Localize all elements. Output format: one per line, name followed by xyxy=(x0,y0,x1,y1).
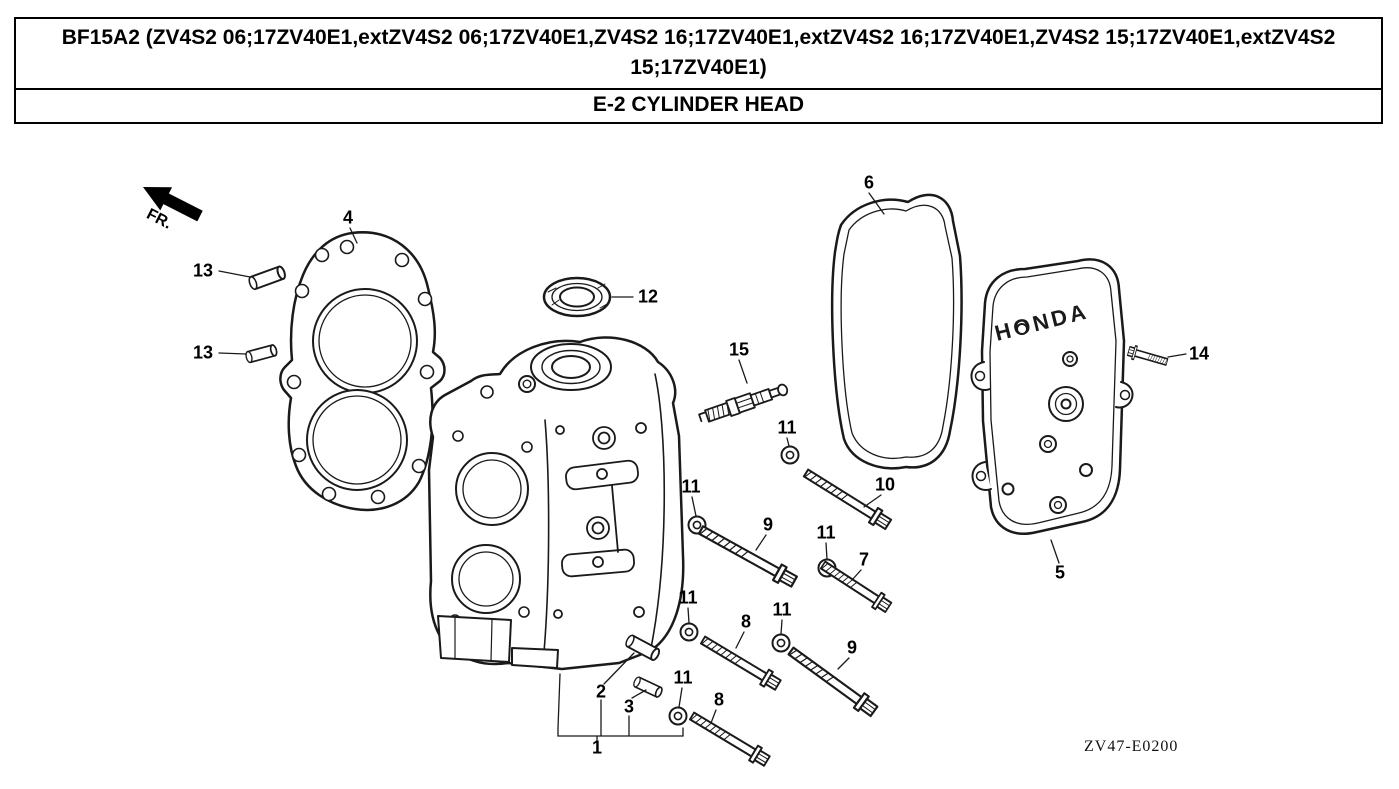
part-callout-18-2[interactable]: 2 xyxy=(595,681,607,702)
part-callout-16-11[interactable]: 11 xyxy=(772,599,792,620)
part-callout-13-7[interactable]: 7 xyxy=(858,549,870,570)
part-callout-21-8[interactable]: 8 xyxy=(713,689,725,710)
part-callout-1-13[interactable]: 13 xyxy=(192,260,214,281)
cylinder-head-cover-part5: HONDA xyxy=(970,258,1134,535)
part-callout-9-10[interactable]: 10 xyxy=(874,474,896,495)
part-callout-2-13[interactable]: 13 xyxy=(192,342,214,363)
part-callout-8-11[interactable]: 11 xyxy=(777,417,797,438)
part-callout-6-14[interactable]: 14 xyxy=(1188,343,1210,364)
cylinder-head-body xyxy=(427,336,685,671)
drawing-code: ZV47-E0200 xyxy=(1084,738,1179,755)
header: BF15A2 (ZV4S2 06;17ZV40E1,extZV4S2 06;17… xyxy=(14,17,1383,124)
part-callout-4-6[interactable]: 6 xyxy=(863,172,875,193)
model-title: BF15A2 (ZV4S2 06;17ZV40E1,extZV4S2 06;17… xyxy=(16,19,1381,90)
head-gasket-part4 xyxy=(279,231,446,512)
part1-bracket xyxy=(557,673,684,741)
spark-plug-part15 xyxy=(698,383,789,423)
part-callout-7-5[interactable]: 5 xyxy=(1054,562,1066,583)
part-callout-19-11[interactable]: 11 xyxy=(673,667,693,688)
part-callout-10-11[interactable]: 11 xyxy=(681,476,701,497)
part-callout-20-3[interactable]: 3 xyxy=(623,696,635,717)
part-callout-15-8[interactable]: 8 xyxy=(740,611,752,632)
valve-cover-gasket-part6 xyxy=(830,193,963,470)
leader-lines xyxy=(218,192,1187,724)
part-callout-22-1[interactable]: 1 xyxy=(591,737,603,758)
part-callout-17-9[interactable]: 9 xyxy=(846,637,858,658)
part-callout-11-9[interactable]: 9 xyxy=(762,514,774,535)
part-callout-0-4[interactable]: 4 xyxy=(342,207,354,228)
section-title: E-2 CYLINDER HEAD xyxy=(592,92,805,116)
oil-seal-part12 xyxy=(542,276,612,318)
part-callout-12-11[interactable]: 11 xyxy=(816,522,836,543)
part-callout-5-15[interactable]: 15 xyxy=(728,339,750,360)
part-callout-3-12[interactable]: 12 xyxy=(637,286,659,307)
part-callout-14-11[interactable]: 11 xyxy=(678,587,698,608)
